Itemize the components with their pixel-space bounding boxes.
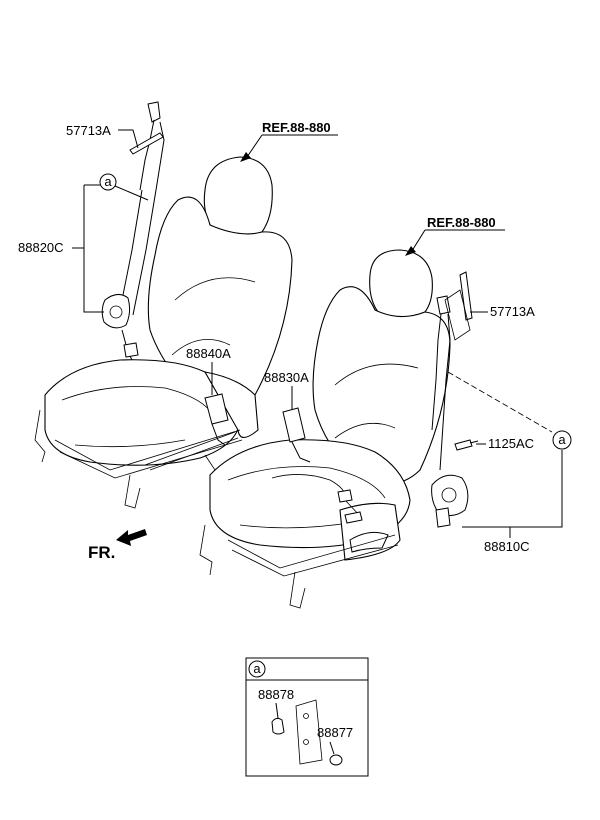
leader-lines (72, 129, 563, 538)
cap-88878 (271, 717, 285, 735)
part-label-57713a-left: 57713A (66, 123, 111, 138)
front-direction-indicator: FR. (88, 529, 147, 562)
ref-label-left: REF.88-880 (262, 120, 331, 135)
callout-a-left-label: a (104, 174, 112, 189)
left-seat (34, 101, 293, 509)
right-seat (199, 249, 479, 609)
front-label: FR. (88, 543, 115, 562)
part-label-88840a: 88840A (186, 346, 231, 361)
part-label-88820c: 88820C (18, 240, 64, 255)
ref-label-right: REF.88-880 (427, 215, 496, 230)
callout-a-right-label: a (558, 432, 566, 447)
callout-a-right: a (552, 430, 572, 450)
detail-box-a: a 88878 88877 (245, 657, 369, 777)
cap-88877 (329, 754, 343, 766)
part-label-88878: 88878 (258, 687, 294, 702)
front-arrow-icon (116, 529, 147, 546)
part-label-88810c: 88810C (484, 539, 530, 554)
detail-box-header: a (253, 661, 261, 676)
callout-a-left: a (99, 173, 117, 191)
pillar-trim (295, 699, 323, 765)
part-label-88877: 88877 (317, 725, 353, 740)
part-label-57713a-right: 57713A (490, 304, 535, 319)
part-label-88830a: 88830A (264, 370, 309, 385)
part-label-1125ac: 1125AC (488, 436, 534, 451)
